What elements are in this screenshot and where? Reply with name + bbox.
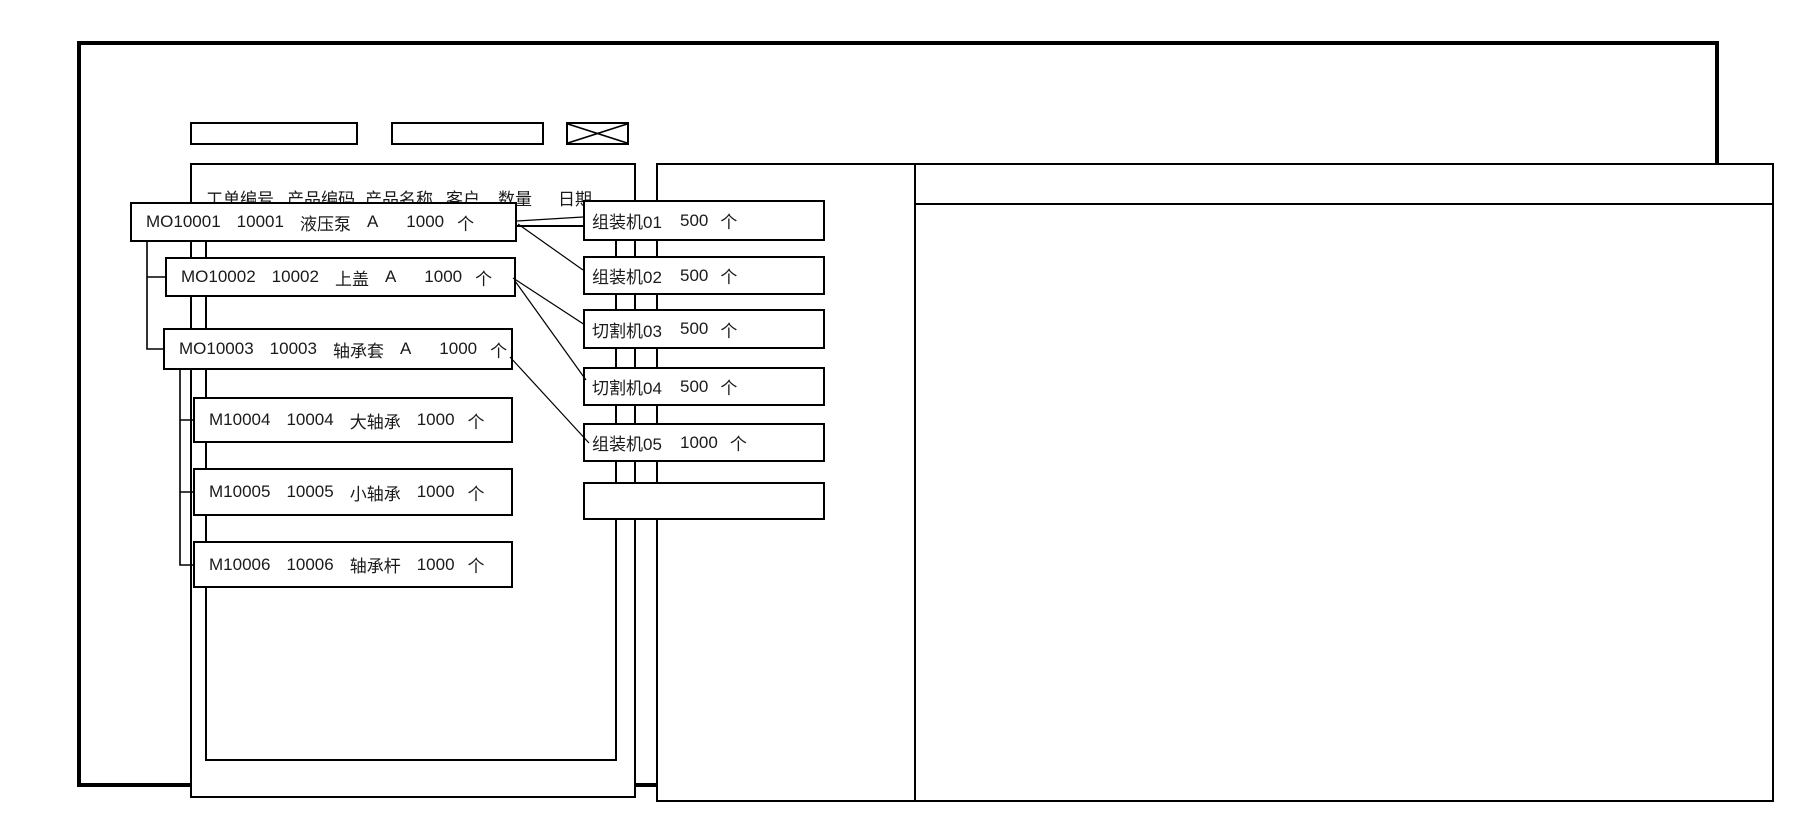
work-order-item-mo10003[interactable]: MO10003 10003 轴承套 A 1000 个 [163,328,513,370]
unit: 个 [467,412,485,432]
unit: 个 [467,484,485,504]
work-order-item-m10004[interactable]: M10004 10004 大轴承 1000 个 [193,397,513,443]
work-order-item-mo10001[interactable]: MO10001 10001 液压泵 A 1000 个 [130,202,517,242]
product-code: 10004 [286,410,334,429]
machine-name: 切割机03 [592,321,662,341]
work-order-item-m10005[interactable]: M10005 10005 小轴承 1000 个 [193,468,513,516]
product-name: 上盖 [334,269,369,289]
machine-quantity: 1000 [680,432,718,452]
machine-name: 组装机02 [592,268,662,287]
product-code: 10006 [286,554,334,574]
machine-name: 组装机01 [592,213,662,232]
quantity: 1000 [416,554,455,574]
unit: 个 [720,213,738,232]
quantity: 1000 [406,212,445,231]
machine-item-01[interactable]: 组装机01 500 个 [583,200,825,241]
unit: 个 [720,379,738,398]
order-no: MO10002 [181,267,256,286]
order-no: M10005 [209,482,271,501]
machine-item-02[interactable]: 组装机02 500 个 [583,256,825,295]
toolbar-input-2[interactable] [391,122,544,145]
machine-item-03[interactable]: 切割机03 500 个 [583,309,825,349]
unit: 个 [457,214,475,234]
unit: 个 [729,435,747,454]
product-name: 小轴承 [349,484,401,504]
customer: A [366,212,379,231]
machine-quantity: 500 [680,210,709,230]
order-no: M10006 [209,554,271,574]
unit: 个 [475,269,493,289]
quantity: 1000 [424,267,463,286]
machine-name: 组装机05 [592,435,662,454]
customer: A [399,339,412,358]
toolbar-input-1[interactable] [190,122,358,145]
crossed-box-icon [568,124,627,143]
order-no: M10004 [209,410,271,429]
product-code: 10002 [271,267,319,286]
close-icon[interactable] [566,122,629,145]
product-name: 轴承套 [332,341,384,361]
quantity: 1000 [416,482,455,501]
quantity: 1000 [439,339,478,358]
order-no: MO10001 [146,212,221,231]
machine-quantity: 500 [680,319,709,338]
unit: 个 [490,341,508,361]
work-order-item-mo10002[interactable]: MO10002 10002 上盖 A 1000 个 [165,257,516,297]
product-code: 10001 [236,212,284,231]
machine-quantity: 500 [680,265,709,285]
unit: 个 [720,268,738,287]
product-name: 轴承杆 [349,557,401,576]
order-no: MO10003 [179,339,254,358]
detail-panel [914,163,1774,802]
detail-panel-header-divider [916,203,1772,205]
machine-name: 切割机04 [592,379,662,398]
machine-quantity: 500 [680,376,709,396]
customer: A [384,267,397,286]
product-name: 液压泵 [299,214,351,234]
quantity: 1000 [416,410,455,429]
product-code: 10003 [269,339,317,358]
machine-item-05[interactable]: 组装机05 1000 个 [583,423,825,462]
machine-item-04[interactable]: 切割机04 500 个 [583,367,825,406]
unit: 个 [467,557,485,576]
product-name: 大轴承 [349,412,401,432]
work-order-item-m10006[interactable]: M10006 10006 轴承杆 1000 个 [193,541,513,588]
machine-item-empty[interactable] [583,482,825,520]
unit: 个 [720,321,738,341]
product-code: 10005 [286,482,334,501]
